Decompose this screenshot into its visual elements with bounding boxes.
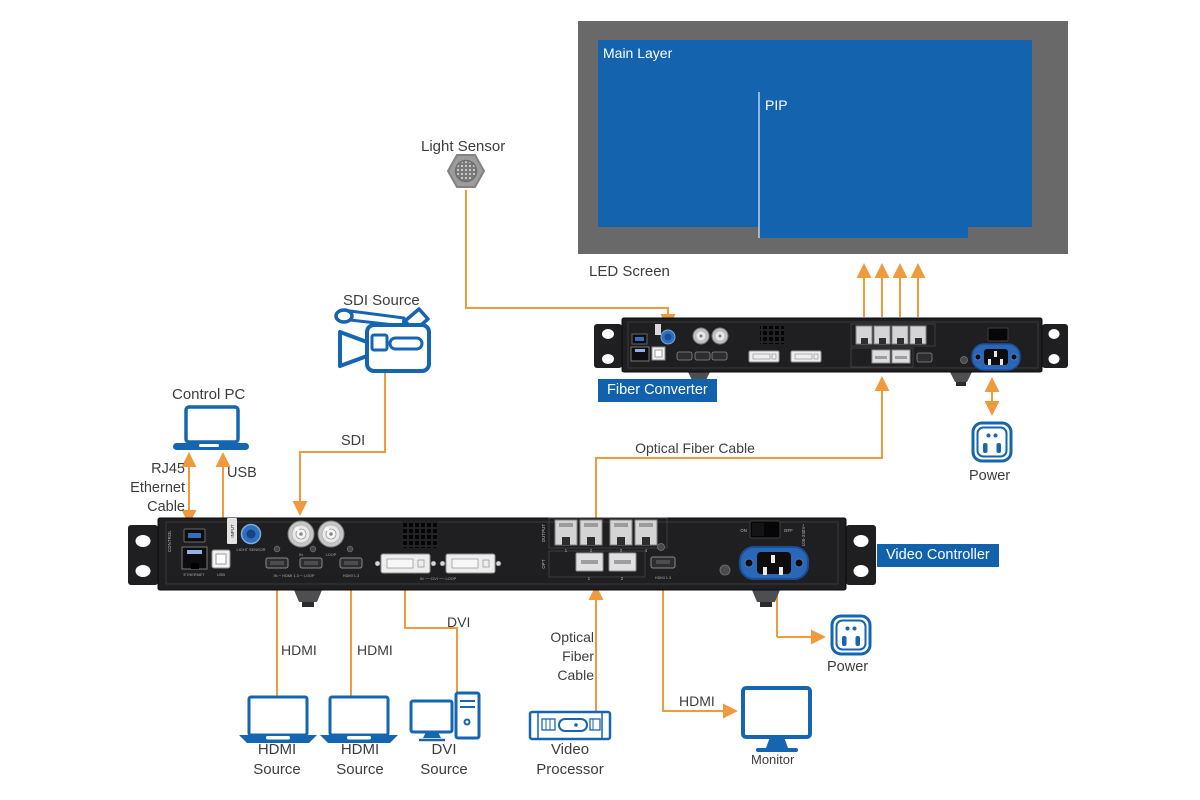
main-layer-label: Main Layer: [603, 45, 673, 61]
control-pc-caption: Control PC: [172, 386, 246, 403]
sdi-in-label: IN: [299, 552, 303, 557]
hdmi-port: [694, 351, 711, 361]
hdmi-port: [676, 351, 693, 361]
power-switch: [987, 327, 1009, 342]
rj45-number: 4: [645, 548, 648, 553]
rj45-number: 1: [565, 548, 568, 553]
ethernet-port-label: ETHERNET: [184, 572, 206, 577]
light-sensor-port-label: LIGHT SENSOR: [237, 547, 266, 552]
monitor-icon: [741, 686, 812, 752]
cable-dvi: [404, 584, 458, 693]
rj45-cable-label: RJ45 Ethernet Cable: [130, 461, 185, 515]
dvi-source-icon: [409, 691, 481, 742]
hdmi-cable-2-label: HDMI: [357, 642, 393, 658]
power-outlet-fiber-icon: [971, 421, 1013, 463]
power-controller-caption: Power: [827, 659, 869, 675]
monitor-caption: Monitor: [751, 752, 795, 767]
dvi-pair-label: IN ── DVI ── LOOP: [420, 576, 457, 581]
vent-grille: [760, 326, 784, 344]
video-processor-caption: Video Processor: [536, 741, 604, 778]
hdmi-source-2-caption: HDMI Source: [336, 741, 384, 778]
voltage-label: 100-240V~: [801, 523, 806, 546]
hdmi-out-label: HDMI 1.3: [655, 575, 671, 580]
led-screen: [578, 21, 1068, 254]
hdmi-port: [711, 351, 728, 361]
video-controller-tag: Video Controller: [877, 544, 999, 567]
opt-number: 1: [588, 576, 591, 581]
on-label: ON: [740, 528, 747, 533]
sdi-loop-label: LOOP: [326, 552, 337, 557]
opt-number: 2: [621, 576, 624, 581]
power-outlet-controller-icon: [830, 614, 872, 656]
hdmi-cable-1-label: HDMI: [281, 642, 317, 658]
hdmi-monitor-cable-label: HDMI: [679, 693, 715, 709]
fiber-converter-tag: Fiber Converter: [598, 379, 717, 402]
dvi-port: [748, 350, 780, 363]
cables: [181, 190, 1000, 719]
off-label: OFF: [784, 528, 793, 533]
fiber-converter-device: [594, 317, 1068, 386]
dvi-port: [790, 350, 822, 363]
cable-light-sensor: [465, 190, 676, 329]
rj45-number: 2: [590, 548, 593, 553]
video-controller-device: CONTROL ETHERNET USB INPUT LIGHT SENSOR …: [128, 517, 876, 607]
video-processor-icon: [528, 710, 612, 741]
usb-port-label: USB: [217, 572, 225, 577]
optical-fiber-cable-top-label: Optical Fiber Cable: [635, 440, 755, 456]
hdmi-source-2-icon: [320, 695, 398, 743]
hdmi-port: [916, 352, 933, 363]
sdi-source-caption: SDI Source: [343, 292, 420, 309]
control-section-label: CONTROL: [167, 530, 172, 552]
hdmi-2-label: HDMI 1.3: [343, 573, 359, 578]
rj45-number: 3: [620, 548, 623, 553]
sdi-cable-label: SDI: [341, 433, 366, 449]
vent-grille: [402, 521, 438, 548]
optical-fiber-cable-bottom-label: Optical Fiber Cable: [550, 629, 594, 683]
light-sensor-caption: Light Sensor: [421, 138, 506, 155]
camera-icon: [334, 307, 431, 373]
led-screen-caption: LED Screen: [589, 263, 670, 280]
dvi-cable-label: DVI: [447, 614, 471, 630]
light-sensor-icon: [446, 154, 486, 188]
led-pip-layer: [759, 92, 968, 238]
usb-cable-label: USB: [227, 465, 257, 481]
hdmi-source-1-caption: HDMI Source: [253, 741, 301, 778]
hdmi-pair-label: IN ─ HDMI 1.3 ─ LOOP: [274, 573, 315, 578]
control-pc-icon: [173, 405, 249, 450]
cable-optical-top: [595, 376, 890, 518]
opt-section-label: OPT: [541, 559, 546, 568]
input-section-label: INPUT: [230, 524, 235, 537]
dvi-source-caption: DVI Source: [420, 741, 468, 778]
hdmi-source-1-icon: [239, 695, 317, 743]
cable-hdmi-monitor: [662, 584, 738, 719]
power-fiber-caption: Power: [969, 468, 1011, 484]
cable-sdi: [292, 370, 386, 516]
pip-label: PIP: [765, 97, 788, 113]
output-section-label: OUTPUT: [541, 524, 546, 543]
